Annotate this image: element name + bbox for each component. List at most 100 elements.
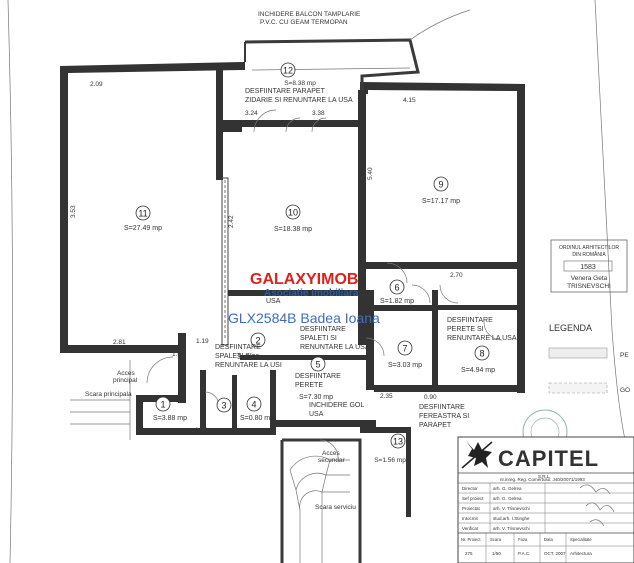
svg-text:3: 3 — [221, 401, 226, 411]
svg-text:11: 11 — [138, 209, 147, 219]
tb-foot-value: 1/50 — [492, 551, 501, 556]
room-12-marker: 12 S=8.38 mp — [280, 62, 316, 87]
room-13-area: S=1.56 mp — [374, 457, 406, 464]
note-fereastra-line1: DESFIINTARE — [419, 404, 465, 411]
room-3-marker: 3 — [216, 397, 232, 413]
note-walls2-line2: SPALETI SI — [215, 353, 252, 360]
room-10-area: S=18.38 mp — [274, 226, 312, 233]
note-acces-secundar-line2: secundar — [318, 457, 346, 464]
tb-name: arh. G. Gelrea — [493, 486, 522, 491]
room-4-area: S=0.80 mp — [240, 415, 274, 422]
dim-label: 3.38 — [312, 110, 325, 117]
dim-label: 2.35 — [380, 393, 393, 400]
room-10-marker: 10 S=18.38 mp — [274, 204, 312, 233]
tb-role: Sef proiect — [462, 496, 484, 501]
room-7-area: S=3.03 mp — [388, 362, 422, 369]
dim-label: 3.53 — [70, 205, 77, 218]
room-1-area: S=3.88 mp — [153, 415, 187, 422]
stamp-line1: ORDINUL ARHITECTILOR — [559, 245, 619, 251]
plan-notes: INCHIDERE BALCON TAMPLARIE P.V.C. CU GEA… — [85, 11, 517, 511]
legend-row-2: GO — [620, 387, 630, 394]
legend-row-1: PE — [620, 352, 629, 359]
room-11-marker: 11 S=27.49 mp — [124, 205, 162, 232]
svg-text:4: 4 — [251, 400, 256, 410]
outer-walls — [60, 62, 525, 393]
legend-swatch-1 — [548, 347, 608, 359]
balcony-room-12 — [244, 9, 471, 94]
note-perete8-line1: DESFIINTARE — [447, 317, 493, 324]
note-gol-line2: USA — [309, 411, 324, 418]
watermark: GALAXYIMOB Asociatie Imobiliara GLX2584B… — [228, 271, 380, 326]
note-walls2-line1: DESFIINTARE — [215, 344, 261, 351]
tb-role: Proiectat — [462, 506, 481, 511]
note-scara-principala: Scara principala — [85, 391, 132, 398]
note-walls2-line3: RENUNTARE LA USI — [215, 362, 282, 369]
legend-title: LEGENDA — [549, 323, 592, 333]
svg-text:8: 8 — [479, 349, 484, 359]
stamp-line2: DIN ROMÂNIA — [572, 251, 606, 258]
dim-label: 2.09 — [90, 81, 103, 88]
title-block-company: CAPITEL — [498, 446, 599, 471]
dim-label: 2.05 — [362, 313, 375, 320]
watermark-brand: GALAXYIMOB — [250, 271, 358, 288]
note-perete8-line2: PERETE SI — [447, 326, 484, 333]
page-edge-right — [594, 0, 634, 471]
title-block-registry: nr.inreg. Reg. Comertului: J40/20071/199… — [500, 477, 585, 482]
dim-label: 0.90 — [424, 394, 437, 401]
dim-label: 1.90 — [195, 427, 208, 434]
room-1-marker: 1 S=3.88 mp — [153, 396, 187, 422]
tb-foot-label: Specialitate — [570, 537, 592, 542]
note-usa6: USA — [266, 298, 281, 305]
room-4-marker: 4 S=0.80 mp — [240, 396, 274, 422]
door-swings — [146, 109, 503, 459]
tb-foot-label: Data — [544, 537, 554, 542]
tb-name: stud.arh. I.Stinghe — [493, 516, 530, 521]
dim-label: 2.81 — [113, 339, 126, 346]
tb-name: arh. G. Gelrea — [493, 496, 522, 501]
room-9-area: S=17.17 mp — [422, 198, 460, 205]
note-perete5-line2: PERETE — [295, 382, 323, 389]
stamp-name-line1: Venera Geta — [571, 275, 608, 282]
room-11-area: S=27.49 mp — [124, 225, 162, 232]
room-2-area: S=2.39 mp — [237, 354, 271, 361]
dim-label: 1.65 — [172, 351, 185, 358]
tb-foot-label: Scara — [490, 537, 502, 542]
stamp-name-line2: TRISNEVSCHI — [567, 283, 611, 290]
svg-text:2: 2 — [255, 336, 260, 346]
note-parapet-line1: DESFIINTARE PARAPET — [245, 88, 326, 95]
svg-text:6: 6 — [394, 283, 399, 293]
dim-label: 2.42 — [228, 215, 235, 228]
room-7-marker: 7 S=3.03 mp — [388, 340, 422, 369]
room-8-marker: 8 S=4.94 mp — [461, 345, 495, 374]
page-edge-left — [7, 0, 13, 563]
room-5-area: S=7.30 mp — [299, 394, 333, 401]
tb-foot-value: 275 — [465, 551, 473, 556]
note-fereastra-line3: PARAPET — [419, 422, 452, 429]
title-block-company-sub: S.R.L. — [538, 474, 551, 479]
note-parapet-line2: ZIDARIE SI RENUNTARE LA USA — [245, 97, 353, 104]
watermark-agent: GLX2584B Badea Ioana — [228, 310, 380, 326]
tb-role: Verificat — [462, 526, 479, 531]
room-markers: 11 S=27.49 mp 10 S=18.38 mp 9 S=17.17 mp… — [124, 62, 495, 464]
note-spaleti-line2: SPALETI SI — [300, 335, 337, 342]
tb-role: Director — [462, 486, 478, 491]
tb-role: Intocmit — [462, 516, 479, 521]
dimension-labels: 2.09 3.24 3.38 4.15 3.53 2.42 5.40 1.19 … — [70, 81, 463, 434]
title-block: CAPITEL S.R.L. nr.inreg. Reg. Comertului… — [457, 436, 634, 563]
tb-foot-value: OCT. 2007 — [544, 551, 566, 556]
note-gol-line1: INCHIDERE GOL — [309, 402, 364, 409]
tb-name: arh. V. Trisnevschi — [493, 506, 530, 511]
legend: LEGENDA PE GO — [548, 323, 630, 394]
dim-label: 3.24 — [245, 110, 258, 117]
note-balcony-line2: P.V.C. CU GEAM TERMOPAN — [260, 19, 348, 26]
legend-swatch-2 — [548, 382, 608, 394]
dim-label: 1.19 — [196, 338, 209, 345]
signature-marks — [579, 484, 615, 527]
note-acces-principal-line2: principal — [113, 377, 138, 384]
room-6-area: S=1.82 mp — [380, 298, 414, 305]
note-scara-serviciu: Scara serviciu — [315, 504, 356, 511]
note-balcony-line1: INCHIDERE BALCON TAMPLARIE — [258, 11, 361, 18]
room-12-area: S=8.38 mp — [284, 80, 316, 87]
tb-foot-label: Nr. Proiect — [461, 537, 481, 542]
svg-text:12: 12 — [283, 66, 293, 76]
